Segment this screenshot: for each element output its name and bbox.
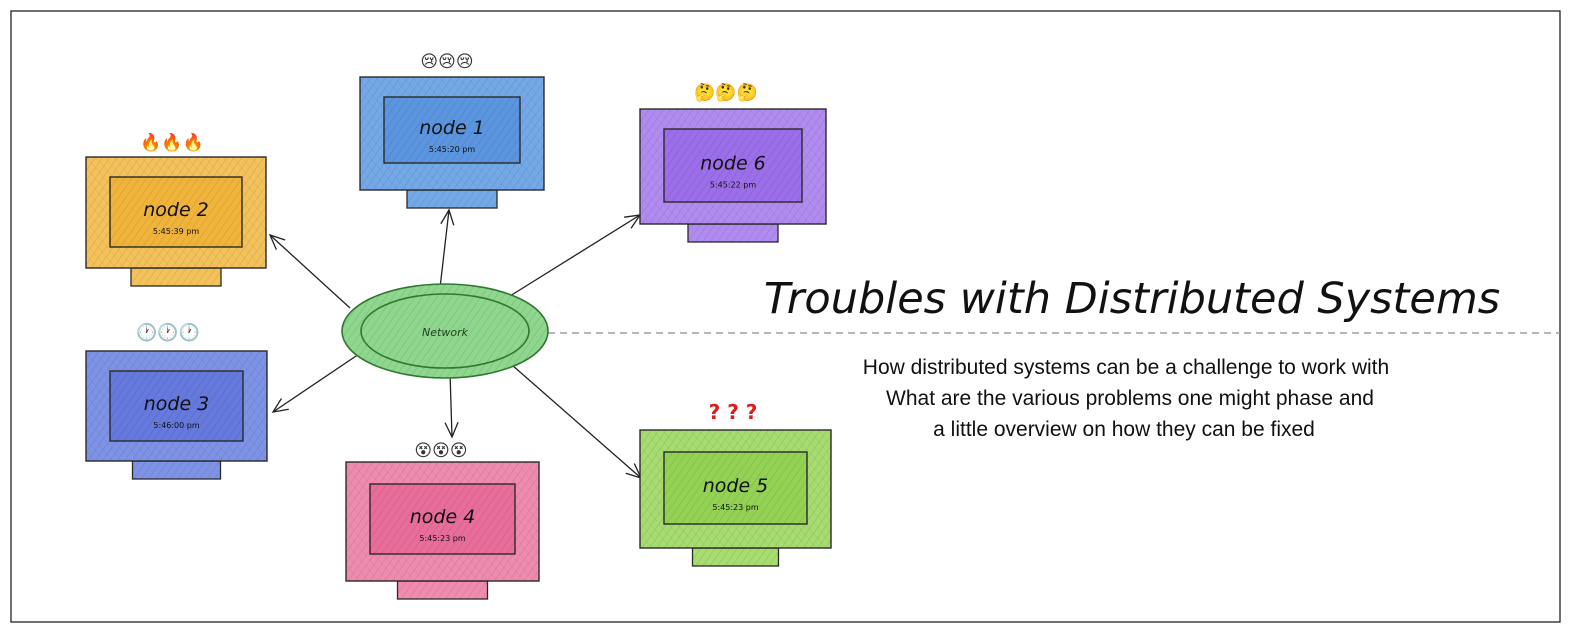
node-monitor-6: node 6 5:45:22 pm 🤔🤔🤔 <box>639 83 827 243</box>
subtitle: How distributed systems can be a challen… <box>863 356 1389 441</box>
fire-icon: 🔥🔥🔥 <box>140 132 204 153</box>
thinking-face-icon: 🤔🤔🤔 <box>694 83 758 103</box>
outer-frame <box>10 10 1561 623</box>
node-monitor-3: node 3 5:46:00 pm 🕐🕐🕐 <box>85 322 268 480</box>
node-monitor-2: node 2 5:45:39 pm 🔥🔥🔥 <box>85 132 267 287</box>
connector-arrow <box>439 209 450 289</box>
node-label: node 2 <box>143 199 209 221</box>
node-timestamp: 5:46:00 pm <box>153 421 199 430</box>
question-mark-icon: ? ? ? <box>709 400 758 424</box>
arrow-head <box>444 421 459 439</box>
node-timestamp: 5:45:23 pm <box>712 503 758 512</box>
crying-face-icon: 😢😢😢 <box>420 52 473 72</box>
subtitle-line: a little overview on how they can be fix… <box>933 418 1315 441</box>
network-inner-ellipse <box>360 293 530 369</box>
arrow-head <box>268 233 286 250</box>
node-label: node 4 <box>410 506 476 528</box>
node-monitor-4: node 4 5:45:23 pm 😵😵😵 <box>345 441 540 600</box>
node-monitor-5: node 5 5:45:23 pm ? ? ? <box>639 400 832 567</box>
node-label: node 1 <box>419 117 485 139</box>
node-timestamp: 5:45:39 pm <box>153 227 199 236</box>
connector-arrow <box>509 214 641 297</box>
subtitle-line: How distributed systems can be a challen… <box>863 356 1389 379</box>
arrow-head <box>440 208 455 226</box>
node-monitor-1: node 1 5:45:20 pm 😢😢😢 <box>359 52 545 209</box>
connector-arrow <box>269 234 351 309</box>
connector-arrow <box>272 351 363 413</box>
network-label: Network <box>422 326 469 339</box>
network-node: Network <box>341 283 549 379</box>
node-label: node 3 <box>144 393 210 415</box>
connector-arrow <box>449 371 453 438</box>
node-timestamp: 5:45:23 pm <box>419 534 465 543</box>
diagram-title: Troubles with Distributed Systems <box>764 274 1500 324</box>
node-timestamp: 5:45:20 pm <box>429 145 475 154</box>
dizzy-face-icon: 😵😵😵 <box>414 441 467 461</box>
clock-icon: 🕐🕐🕐 <box>136 322 200 343</box>
subtitle-line: What are the various problems one might … <box>886 387 1374 410</box>
node-label: node 6 <box>700 153 766 175</box>
node-label: node 5 <box>703 475 769 497</box>
node-monitors: node 15:45:20 pm😢😢😢node 25:45:39 pm🔥🔥🔥no… <box>85 52 832 600</box>
node-timestamp: 5:45:22 pm <box>710 181 756 190</box>
connector-arrow <box>511 364 642 479</box>
arrow-head <box>271 398 289 413</box>
